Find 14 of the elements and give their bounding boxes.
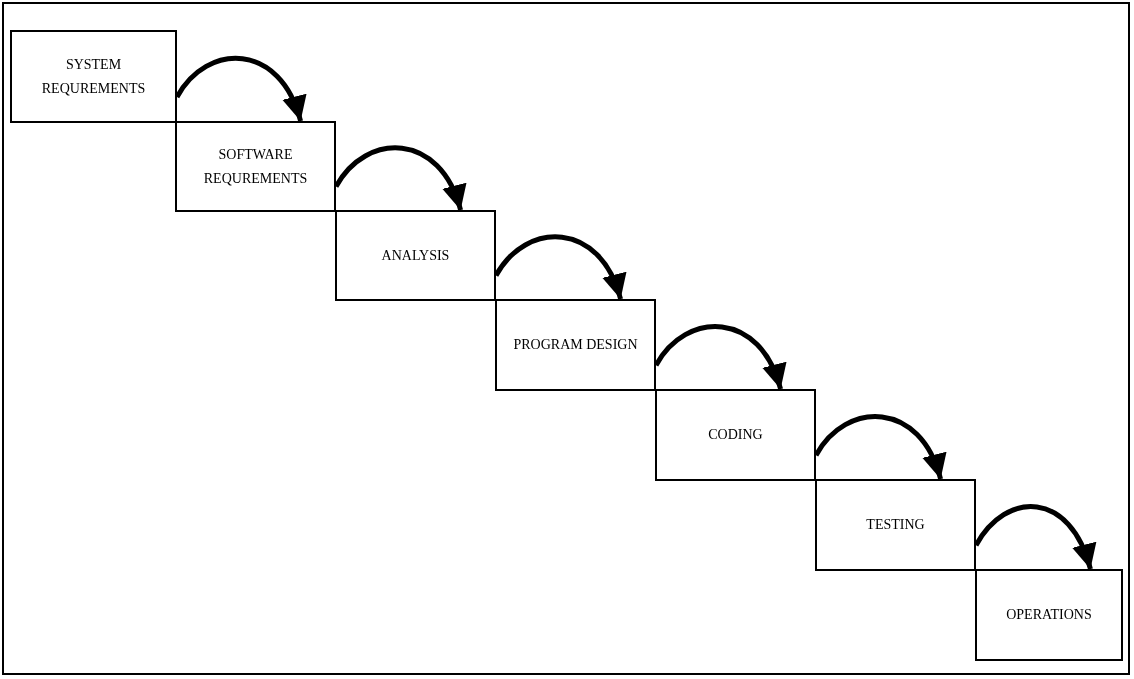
process-box: [10, 30, 177, 123]
step-label: CODING: [708, 426, 763, 444]
step-label: SYSTEM REQUREMENTS: [40, 55, 147, 98]
process-box: [175, 121, 336, 212]
process-box: [975, 569, 1123, 661]
step-label: ANALYSIS: [381, 246, 450, 265]
step-label: SOFTWARE REQUREMENTS: [202, 145, 309, 188]
step-label: TESTING: [866, 516, 925, 534]
step-label: OPERATIONS: [1006, 606, 1092, 624]
process-box: [815, 479, 976, 571]
process-box: [655, 389, 816, 481]
process-box: [495, 299, 656, 391]
process-box: [335, 210, 496, 301]
step-label: PROGRAM DESIGN: [513, 336, 638, 354]
